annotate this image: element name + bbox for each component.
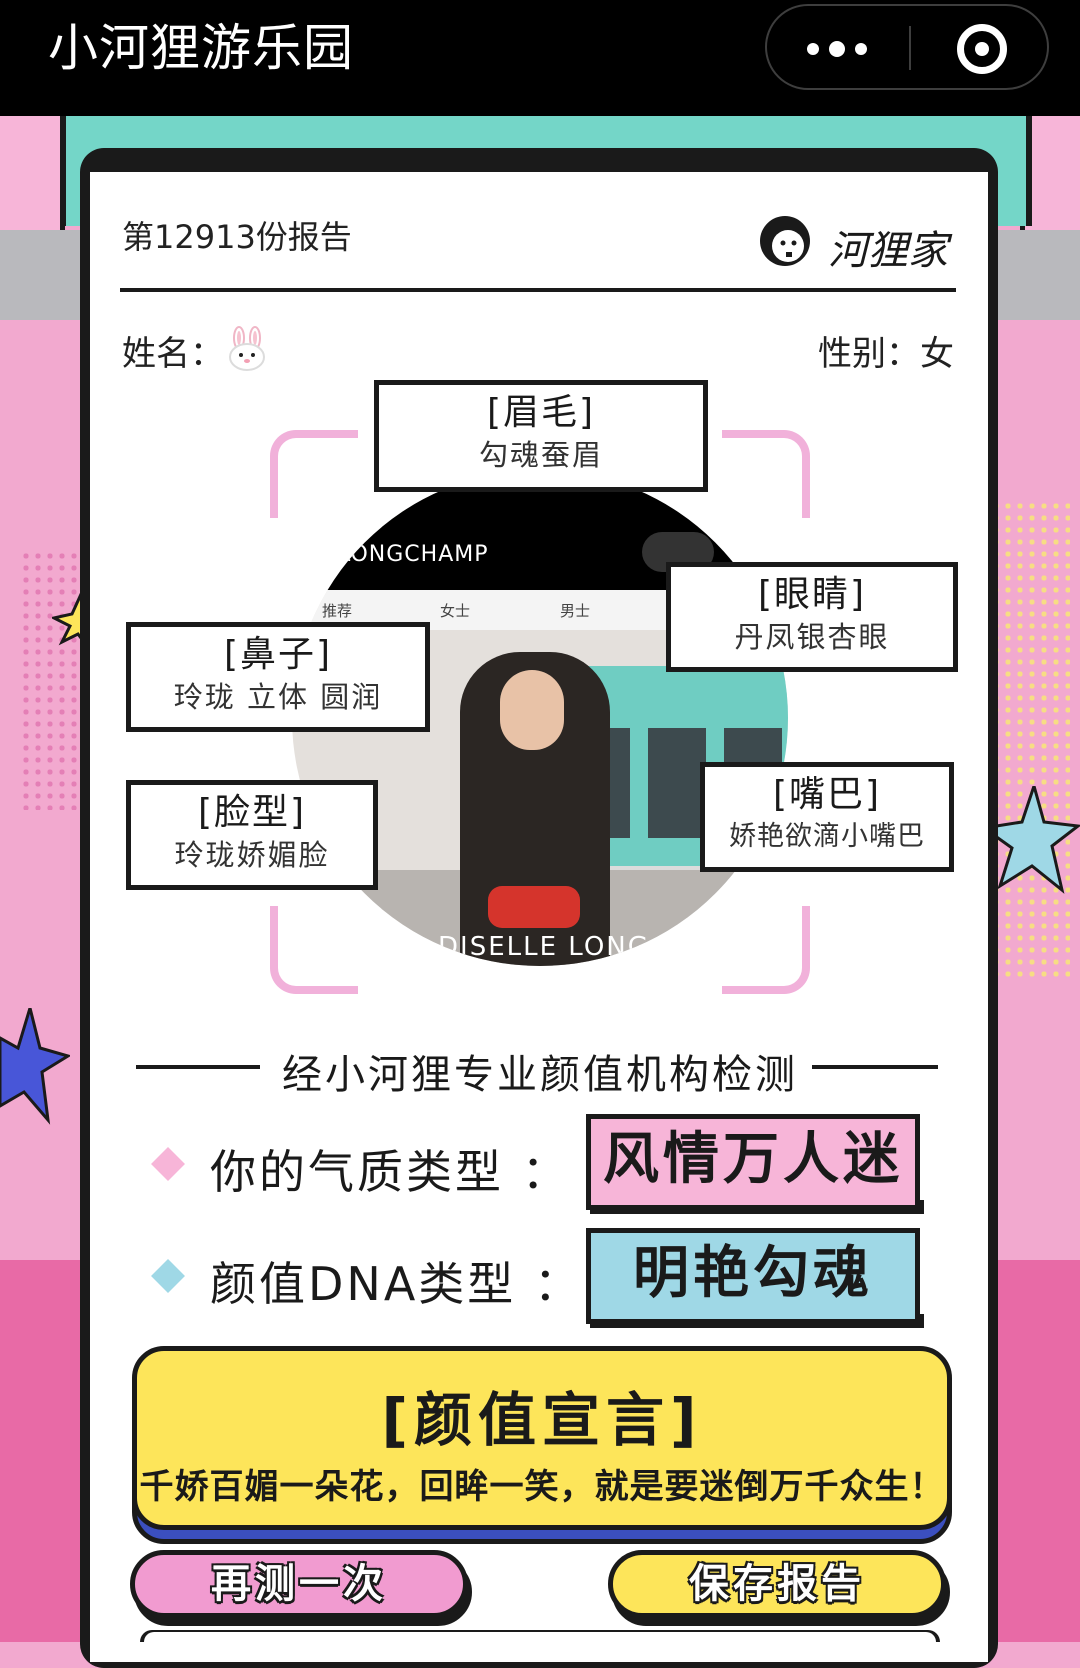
declaration-text: 千娇百媚一朵花，回眸一笑，就是要迷倒万千众生！ [139,1467,945,1507]
gender-text: 性别：女 [818,334,954,374]
photo-tab: 推荐 [322,602,353,620]
beaver-logo-icon [760,216,810,266]
detect-line-left [136,1065,260,1069]
feature-eyes: [眼睛] 丹凤银杏眼 [666,562,958,672]
feature-eyebrow: [眉毛] 勾魂蚕眉 [374,380,708,492]
photo-brand-text: LONGCHAMP [338,542,489,567]
feature-title: [嘴巴] [772,774,882,815]
rabbit-emoji-icon [229,326,265,371]
feature-nose: [鼻子] 玲珑 立体 圆润 [126,622,430,732]
more-dots-icon[interactable] [803,36,873,62]
photo-train-window [648,728,706,838]
mini-program-close-icon[interactable] [957,24,1007,74]
header-divider [120,288,956,292]
declaration-title: [颜值宣言] [381,1386,703,1454]
dna-tag: 明艳勾魂 [586,1228,920,1324]
frame-corner-top-right [722,430,810,518]
temperament-label: 你的气质类型 ： [210,1145,571,1199]
brand-name: 河狸家 [828,228,948,274]
feature-title: [鼻子] [223,634,333,675]
indigo-star-icon [0,1008,70,1125]
capsule-divider [909,26,911,70]
feature-desc: 玲珑 立体 圆润 [173,680,383,714]
feature-face: [脸型] 玲珑娇媚脸 [126,780,378,890]
frame-corner-bottom-right [722,906,810,994]
bg-pink-lower-right [990,1260,1080,1642]
dna-label: 颜值DNA类型 ： [210,1257,583,1311]
title-bar: 小河狸游乐园 [0,0,1080,116]
report-number: 第12913份报告 [122,218,352,256]
photo-model-face [500,670,564,750]
bg-dot-pattern-left [20,550,90,810]
photo-tab: 男士 [560,602,591,620]
detect-heading: 经小河狸专业颜值机构检测 [282,1052,798,1098]
bg-pillar-left [0,116,65,236]
frame-corner-top-left [270,430,358,518]
feature-desc: 玲珑娇媚脸 [174,838,330,872]
feature-title: [脸型] [197,792,307,833]
photo-caption: DISELLE LONG [438,932,650,962]
bg-grey-block-right [990,230,1080,320]
temperament-tag: 风情万人迷 [586,1114,920,1210]
feature-title: [眼睛] [757,574,867,615]
declaration-panel: [颜值宣言] 千娇百媚一朵花，回眸一笑，就是要迷倒万千众生！ [132,1346,952,1530]
bg-pink-lower-left [0,1260,90,1642]
feature-desc: 娇艳欲滴小嘴巴 [729,821,925,852]
bg-grey-block-left [0,230,90,320]
detect-line-right [812,1065,938,1069]
retest-button[interactable]: 再测一次 [130,1550,468,1618]
frame-corner-bottom-left [270,906,358,994]
next-panel [144,1632,936,1642]
feature-title: [眉毛] [486,392,596,433]
feature-desc: 丹凤银杏眼 [734,620,890,654]
photo-red-bag [488,886,580,928]
photo-tab: 女士 [440,602,471,620]
feature-mouth: [嘴巴] 娇艳欲滴小嘴巴 [700,762,954,872]
mini-program-capsule [765,4,1049,90]
bg-dot-pattern-right [990,500,1070,980]
app-title: 小河狸游乐园 [48,19,354,77]
feature-desc: 勾魂蚕眉 [478,438,603,472]
name-label: 姓名： [122,334,224,374]
save-report-button[interactable]: 保存报告 [608,1550,946,1618]
